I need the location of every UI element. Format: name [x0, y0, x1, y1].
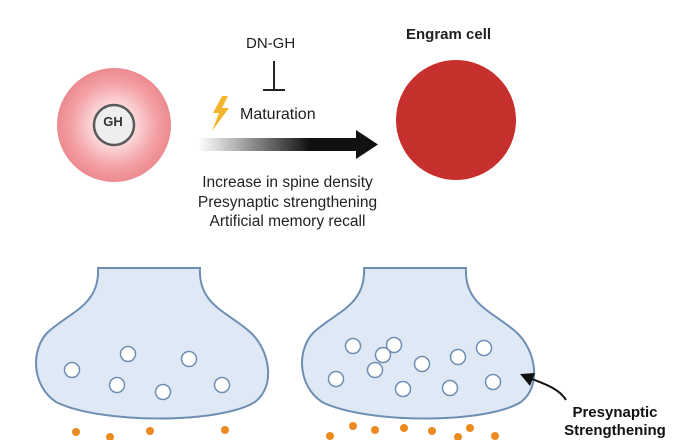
inhibition-bar-icon: [263, 61, 285, 91]
vesicles-left: [63, 345, 231, 401]
curved-arrow-icon: [520, 373, 567, 401]
neurotransmitters-right: [326, 422, 499, 440]
gh-label: GH: [103, 114, 123, 129]
presynaptic-terminal-left: [35, 267, 270, 420]
engram-cell-label: Engram cell: [406, 26, 492, 43]
effects-list: Increase in spine density Presynaptic st…: [150, 173, 425, 232]
vesicles-right: [327, 336, 502, 398]
maturation-label: Maturation: [240, 106, 316, 123]
lightning-bolt-icon: [212, 96, 229, 131]
gh-nucleus: [92, 103, 136, 147]
presynaptic-strengthening-label: Presynaptic Strengthening: [564, 404, 666, 439]
maturation-arrow: [198, 130, 378, 159]
effect-item: Increase in spine density: [202, 174, 373, 191]
engram-cell: [396, 60, 516, 180]
presynaptic-terminal-right: [301, 267, 536, 420]
effect-item: Presynaptic strengthening: [197, 193, 378, 211]
dn-gh-label: DN-GH: [246, 35, 296, 52]
effect-item: Artificial memory recall: [209, 213, 366, 230]
neurotransmitters-left: [72, 426, 229, 440]
